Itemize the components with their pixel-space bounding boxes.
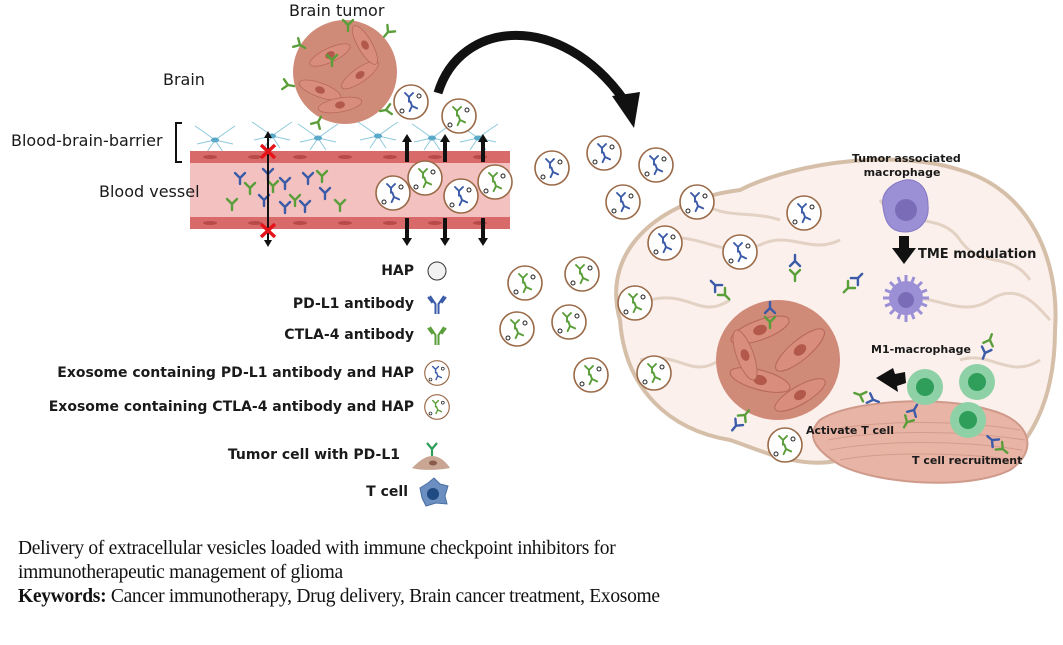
legend-label: Exosome containing PD-L1 antibody and HA… [57, 365, 414, 381]
legend-label: Exosome containing CTLA-4 antibody and H… [48, 399, 414, 415]
keywords-label: Keywords: [18, 586, 107, 607]
label-tumor-associated-macrophage: Tumor associated macrophage [852, 152, 961, 180]
label-tme-modulation: TME modulation [918, 247, 1037, 262]
pdl1-antibody-icon [427, 295, 447, 314]
caption-line1: Delivery of extracellular vesicles loade… [18, 538, 616, 559]
caption-line2: immunotherapeutic management of glioma [18, 562, 343, 583]
caption-keywords: Keywords: Cancer immunotherapy, Drug del… [18, 585, 1018, 609]
bbb-bracket [175, 122, 182, 163]
label-blood-brain-barrier: Blood-brain-barrier [11, 131, 163, 150]
label-blood-vessel: Blood vessel [99, 182, 200, 201]
brain-tumor-main [716, 300, 840, 420]
legend-item-t-cell: T cell [366, 476, 450, 508]
m1-macrophage [883, 275, 929, 322]
label-brain-tumor: Brain tumor [289, 1, 385, 20]
legend: HAP PD-L1 antibody CTLA-4 antibody Exoso… [49, 258, 450, 518]
blood-brain-barrier-astrocytes [192, 121, 510, 153]
tumor-cell-icon [412, 442, 450, 470]
delivery-curved-arrow [433, 31, 640, 128]
legend-item-pdl1-antibody: PD-L1 antibody [293, 291, 450, 317]
legend-item-tumor-cell: Tumor cell with PD-L1 [228, 438, 450, 472]
label-tam-line2: macrophage [863, 166, 941, 179]
legend-item-ctla4-antibody: CTLA-4 antibody [284, 322, 450, 348]
label-tam-line1: Tumor associated [852, 152, 961, 165]
ctla4-antibody-icon [427, 326, 447, 345]
label-t-cell-recruitment: T cell recruitment [912, 454, 1023, 467]
tumor-associated-macrophage [882, 179, 929, 233]
keywords-text: Cancer immunotherapy, Drug delivery, Bra… [110, 586, 660, 607]
legend-label: T cell [366, 484, 408, 500]
legend-item-exosome-ctla4: Exosome containing CTLA-4 antibody and H… [49, 394, 450, 420]
label-brain: Brain [163, 70, 205, 89]
tme-arrow [892, 236, 916, 264]
m1-arrow [876, 368, 906, 392]
hap-circle-icon [427, 261, 447, 281]
exosome-ctla4-icon [424, 394, 450, 420]
blocked-transport-arrow [259, 131, 277, 247]
label-m1-macrophage: M1-macrophage [871, 343, 972, 356]
brain-tumor-top [281, 18, 397, 131]
t-cells [898, 331, 1012, 458]
exosome-transport-arrows [402, 134, 488, 246]
legend-item-exosome-pdl1: Exosome containing PD-L1 antibody and HA… [57, 360, 450, 386]
t-cell-icon [419, 477, 449, 507]
legend-label: CTLA-4 antibody [284, 327, 414, 343]
legend-label: PD-L1 antibody [292, 296, 414, 312]
label-activate-t-cell: Activate T cell [806, 424, 895, 437]
legend-item-hap: HAP [381, 258, 450, 284]
figure-caption: Delivery of extracellular vesicles loade… [18, 537, 1018, 609]
legend-label: HAP [381, 263, 414, 279]
exosome-pdl1-icon [424, 360, 450, 386]
legend-label: Tumor cell with PD-L1 [227, 447, 400, 463]
